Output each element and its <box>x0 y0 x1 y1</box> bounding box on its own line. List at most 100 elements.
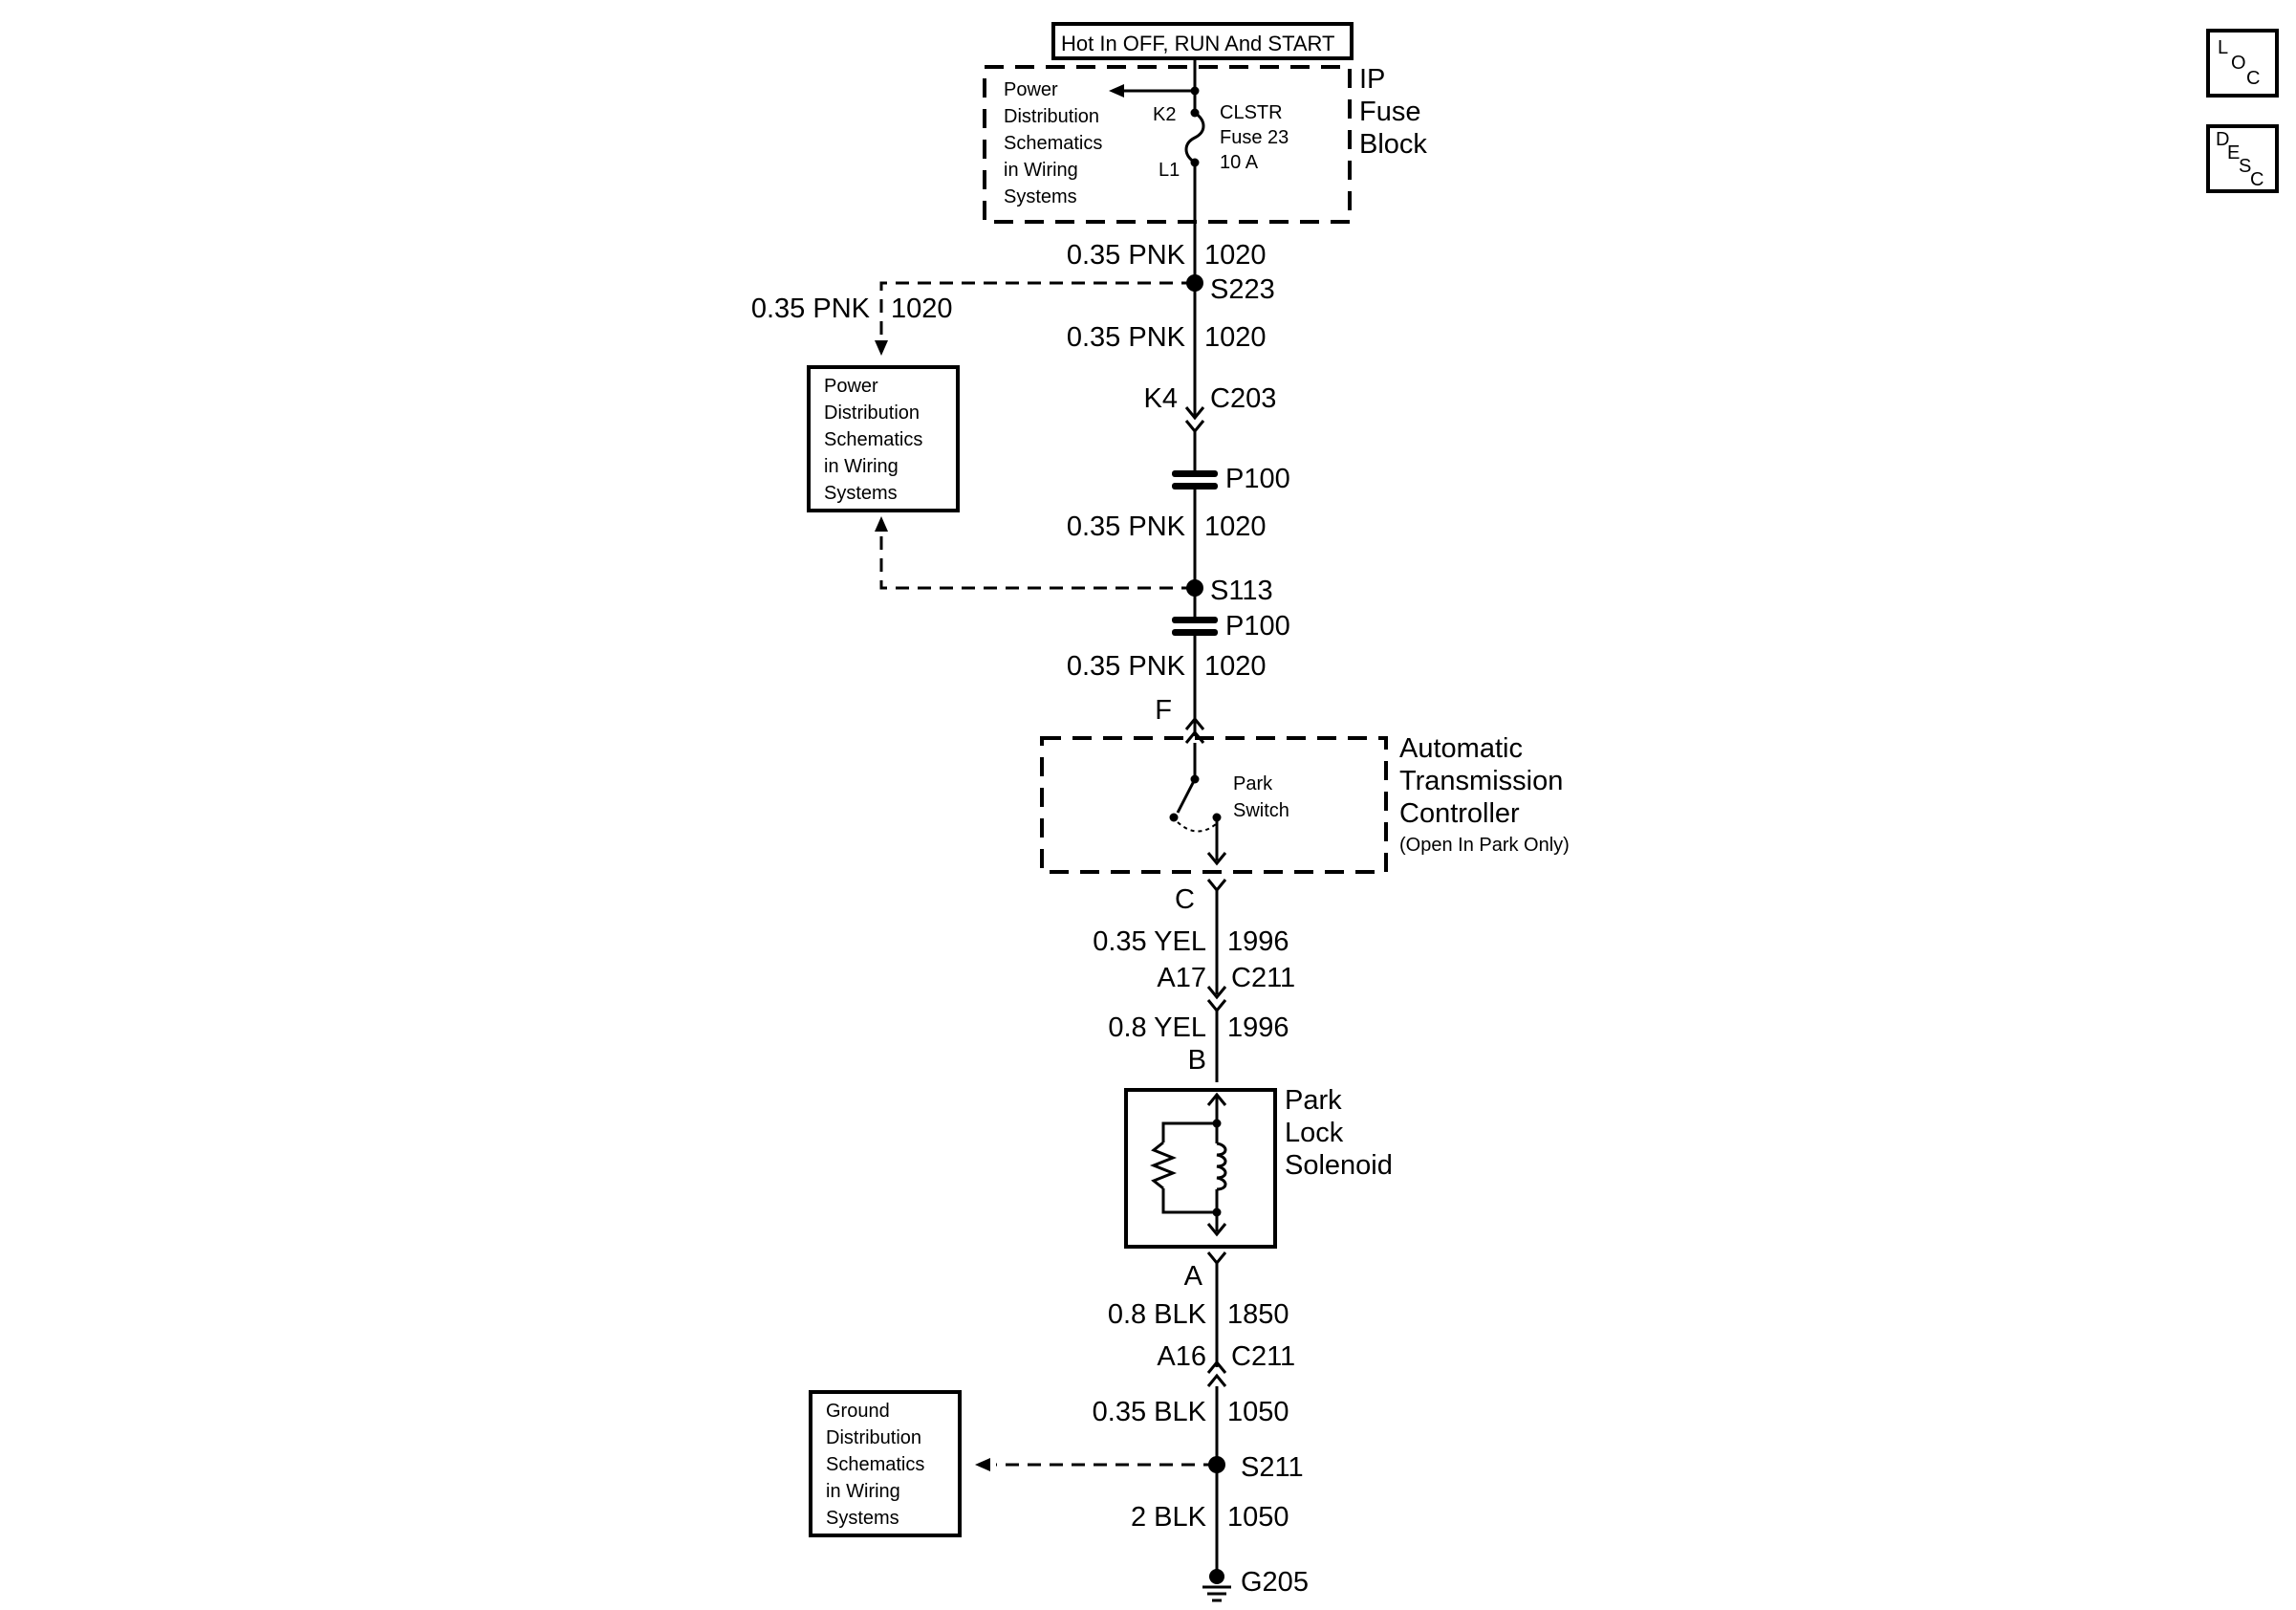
fuse-pin-l1: L1 <box>1159 160 1180 181</box>
svg-text:0.35 PNK: 0.35 PNK <box>1067 322 1186 353</box>
branch-s113-arrowhead <box>875 516 888 532</box>
park-switch-label-1: Park <box>1233 773 1273 794</box>
svg-text:O: O <box>2231 53 2246 74</box>
branch-s211-arrowhead <box>975 1458 990 1471</box>
svg-text:Block: Block <box>1359 129 1427 160</box>
branch-s223-dashed <box>879 281 1195 344</box>
pin-b: B <box>1188 1045 1206 1076</box>
svg-text:Controller: Controller <box>1399 798 1520 829</box>
svg-text:S113: S113 <box>1210 576 1273 606</box>
svg-text:1050: 1050 <box>1227 1397 1289 1427</box>
svg-text:Fuse 23: Fuse 23 <box>1220 127 1289 148</box>
svg-text:0.35 PNK: 0.35 PNK <box>751 294 871 324</box>
branch-s223-arrowhead <box>875 340 888 356</box>
pin-a: A <box>1184 1251 1227 1292</box>
svg-text:Schematics: Schematics <box>824 429 922 450</box>
svg-text:0.35 PNK: 0.35 PNK <box>1067 240 1186 271</box>
hot-in-label: Hot In OFF, RUN And START <box>1051 22 1354 60</box>
fuse-symbol <box>1184 111 1205 164</box>
solenoid-resistor <box>1149 1141 1178 1190</box>
svg-text:CLSTR: CLSTR <box>1220 102 1283 123</box>
park-lock-solenoid: Park Lock Solenoid <box>1124 1085 1393 1249</box>
power-distribution-reference-box[interactable]: Power Distribution Schematics in Wiring … <box>807 365 960 512</box>
svg-text:E: E <box>2227 142 2240 163</box>
svg-text:Distribution: Distribution <box>1004 106 1099 127</box>
svg-text:C: C <box>2250 169 2264 190</box>
passthrough-p100-b: P100 <box>1172 611 1290 642</box>
svg-text:C: C <box>2246 68 2260 89</box>
connector-c211-a16: A16 C211 <box>1157 1341 1295 1387</box>
svg-text:Fuse: Fuse <box>1359 97 1420 127</box>
svg-text:2 BLK: 2 BLK <box>1131 1502 1207 1533</box>
svg-text:1020: 1020 <box>1204 322 1267 353</box>
svg-text:Systems: Systems <box>826 1508 899 1529</box>
passthrough-p100-a: P100 <box>1172 464 1290 494</box>
svg-text:A16: A16 <box>1157 1341 1206 1372</box>
svg-text:L: L <box>2218 37 2228 58</box>
svg-text:C211: C211 <box>1231 963 1295 993</box>
pin-f: F <box>1155 695 1172 726</box>
svg-text:Hot In OFF, RUN And START: Hot In OFF, RUN And START <box>1061 32 1334 55</box>
svg-text:C211: C211 <box>1231 1341 1295 1372</box>
svg-text:Power: Power <box>824 376 878 397</box>
svg-text:1050: 1050 <box>1227 1502 1289 1533</box>
svg-text:1020: 1020 <box>1204 651 1267 682</box>
fuse-pin-k2: K2 <box>1153 104 1176 125</box>
park-switch-blade <box>1176 778 1197 814</box>
svg-text:P100: P100 <box>1225 464 1290 494</box>
svg-text:S211: S211 <box>1241 1452 1304 1483</box>
svg-text:Park: Park <box>1285 1085 1342 1116</box>
svg-text:Solenoid: Solenoid <box>1285 1150 1393 1181</box>
svg-text:Systems: Systems <box>824 483 898 504</box>
fuse-block-power-distribution-reference[interactable]: Power Distribution Schematics in Wiring … <box>1004 79 1102 207</box>
svg-text:1020: 1020 <box>1204 240 1267 271</box>
fuse-ref-arrowhead <box>1109 84 1124 98</box>
svg-text:(Open In Park Only): (Open In Park Only) <box>1399 835 1570 856</box>
ground-distribution-reference-box[interactable]: Ground Distribution Schematics in Wiring… <box>809 1390 962 1537</box>
svg-text:A: A <box>1184 1261 1203 1292</box>
svg-text:Schematics: Schematics <box>1004 133 1102 154</box>
solenoid-coil <box>1216 1142 1227 1191</box>
svg-text:Ground: Ground <box>826 1401 890 1422</box>
svg-text:0.8 YEL: 0.8 YEL <box>1108 1012 1206 1043</box>
svg-text:1996: 1996 <box>1227 926 1289 957</box>
svg-text:Transmission: Transmission <box>1399 766 1563 796</box>
svg-text:Schematics: Schematics <box>826 1454 924 1475</box>
svg-text:0.8 BLK: 0.8 BLK <box>1108 1299 1207 1330</box>
svg-text:Distribution: Distribution <box>826 1427 921 1448</box>
svg-text:0.35 PNK: 0.35 PNK <box>1067 511 1186 542</box>
svg-text:P100: P100 <box>1225 611 1290 642</box>
svg-text:1850: 1850 <box>1227 1299 1289 1330</box>
svg-text:A17: A17 <box>1157 963 1206 993</box>
ground-g205-label: G205 <box>1241 1567 1309 1598</box>
svg-text:1996: 1996 <box>1227 1012 1289 1043</box>
branch-s113-dashed <box>879 528 1195 590</box>
svg-text:0.35 BLK: 0.35 BLK <box>1093 1397 1207 1427</box>
svg-text:C: C <box>1175 884 1195 915</box>
svg-text:1020: 1020 <box>1204 511 1267 542</box>
svg-text:Automatic: Automatic <box>1399 733 1523 764</box>
svg-text:Lock: Lock <box>1285 1118 1344 1148</box>
svg-text:Power: Power <box>1004 79 1058 100</box>
svg-text:Systems: Systems <box>1004 186 1077 207</box>
svg-text:0.35 PNK: 0.35 PNK <box>1067 651 1186 682</box>
desc-button[interactable]: D E S C <box>2206 124 2279 193</box>
svg-text:S223: S223 <box>1210 274 1275 305</box>
svg-text:K4: K4 <box>1144 383 1178 414</box>
clstr-fuse-23: CLSTR Fuse 23 10 A <box>1220 102 1289 173</box>
loc-button[interactable]: L O C <box>2206 29 2279 98</box>
svg-text:IP: IP <box>1359 64 1385 95</box>
svg-text:1020: 1020 <box>891 294 953 324</box>
svg-text:in Wiring: in Wiring <box>826 1481 900 1502</box>
park-switch-label-2: Switch <box>1233 800 1289 821</box>
svg-text:0.35 YEL: 0.35 YEL <box>1093 926 1206 957</box>
svg-text:in Wiring: in Wiring <box>1004 160 1078 181</box>
ground-g205-icon <box>1202 1569 1231 1602</box>
automatic-transmission-controller: F Park Switch Automatic Transmission Con… <box>1040 695 1570 874</box>
connector-c211-a17: A17 C211 <box>1157 963 1295 1013</box>
svg-text:D: D <box>2216 129 2229 150</box>
connector-c203: K4 C203 <box>1144 383 1276 434</box>
svg-text:in Wiring: in Wiring <box>824 456 899 477</box>
svg-text:C203: C203 <box>1210 383 1276 414</box>
